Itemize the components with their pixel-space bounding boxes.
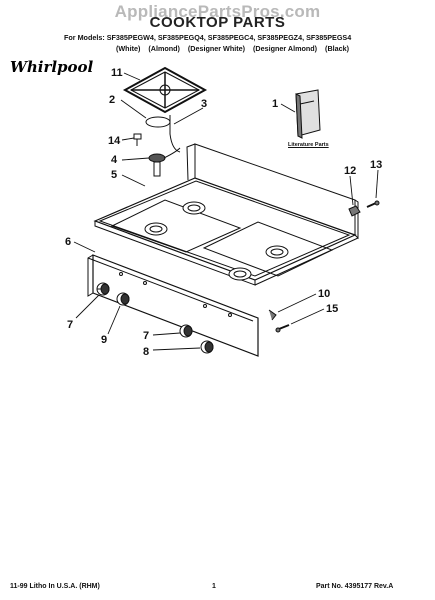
callout-13: 13 [370,159,382,171]
callout-5: 5 [111,169,117,181]
callout-7-right: 7 [143,330,149,342]
screw-15 [275,324,290,333]
callout-14: 14 [108,135,121,147]
literature-parts-label: Literature Parts [288,142,329,148]
callout-9: 9 [101,334,107,346]
brand-logo: Whirlpool [10,58,94,76]
knob-9 [116,292,130,306]
callout-8: 8 [143,346,149,358]
igniter-lead [169,115,181,153]
control-panel [87,254,259,357]
bracket-12 [348,205,361,217]
leader-lines [73,72,379,351]
callout-3: 3 [201,98,207,110]
page-number: 1 [212,583,216,590]
page-title: COOKTOP PARTS [149,14,286,31]
color-white: (White) [116,44,141,53]
color-designer-almond: (Designer Almond) [253,44,318,53]
color-almond: (Almond) [148,44,180,53]
callout-1: 1 [272,98,278,110]
callout-2: 2 [109,94,115,106]
callout-7-left: 7 [67,319,73,331]
knob-7-left [96,282,110,296]
burner-base [148,147,181,177]
callout-4: 4 [111,154,118,166]
models-line: For Models: SF385PEGW4, SF385PEGQ4, SF38… [64,33,352,42]
colors-line: (White) (Almond) (Designer White) (Desig… [116,44,355,53]
callout-11: 11 [111,67,123,79]
color-designer-white: (Designer White) [187,44,246,53]
literature-book [295,89,321,139]
callout-10: 10 [318,288,330,300]
color-black: (Black) [325,44,350,53]
screw-14 [133,133,142,146]
callout-15: 15 [326,303,338,315]
screw-13 [366,200,380,208]
callout-6: 6 [65,236,71,248]
watermark: AppliancePartsPros.com [114,2,321,21]
knob-8 [200,340,214,354]
footer-litho: 11-99 Litho In U.S.A. (RHM) [10,583,100,590]
cooktop [93,143,359,286]
clip-10 [268,309,277,321]
burner-cap [145,116,171,128]
knob-7-right [179,324,193,338]
callout-12: 12 [344,165,356,177]
part-number: Part No. 4395177 Rev.A [316,583,394,590]
burner-grate [122,66,208,114]
